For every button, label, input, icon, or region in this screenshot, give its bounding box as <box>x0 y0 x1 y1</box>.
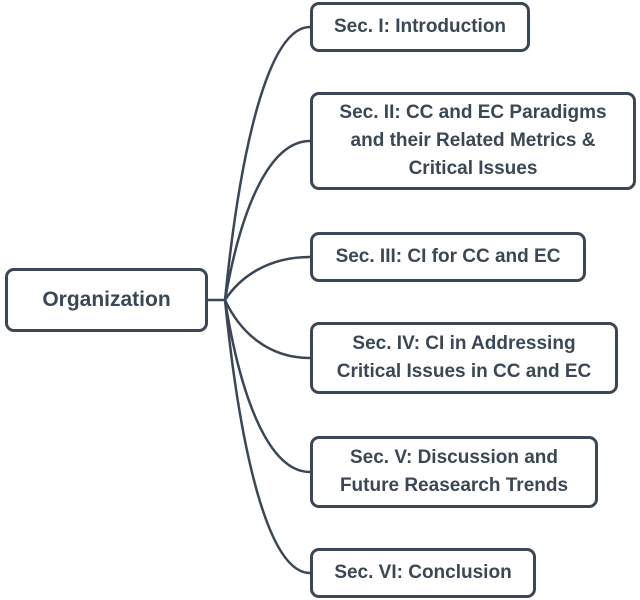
node-sec-5-discussion: Sec. V: Discussion and Future Reasearch … <box>310 436 598 508</box>
node-organization: Organization <box>5 268 208 332</box>
node-sec-1-label: Sec. I: Introduction <box>333 16 507 37</box>
node-sec-6-conclusion: Sec. VI: Conclusion <box>310 548 536 598</box>
node-sec-4-ci-addressing: Sec. IV: CI in Addressing Critical Issue… <box>310 322 618 394</box>
connector-sec-3 <box>223 255 312 302</box>
node-sec-5-label: Sec. V: Discussion and Future Reasearch … <box>339 447 569 496</box>
node-sec-3-label: Sec. III: CI for CC and EC <box>335 246 561 267</box>
connector-sec-2 <box>223 139 312 302</box>
node-sec-1-introduction: Sec. I: Introduction <box>310 2 530 52</box>
node-sec-6-label: Sec. VI: Conclusion <box>334 562 512 583</box>
node-sec-2-paradigms: Sec. II: CC and EC Paradigms and their R… <box>310 92 636 190</box>
connector-sec-4 <box>223 298 312 360</box>
node-sec-4-label: Sec. IV: CI in Addressing Critical Issue… <box>336 333 592 382</box>
node-sec-2-label: Sec. II: CC and EC Paradigms and their R… <box>339 102 607 179</box>
connector-sec-1 <box>223 25 312 302</box>
connector-sec-5 <box>223 298 312 474</box>
node-organization-label: Organization <box>42 288 171 311</box>
connector-sec-6 <box>223 298 312 575</box>
node-sec-3-ci-for-cc-ec: Sec. III: CI for CC and EC <box>310 232 586 282</box>
